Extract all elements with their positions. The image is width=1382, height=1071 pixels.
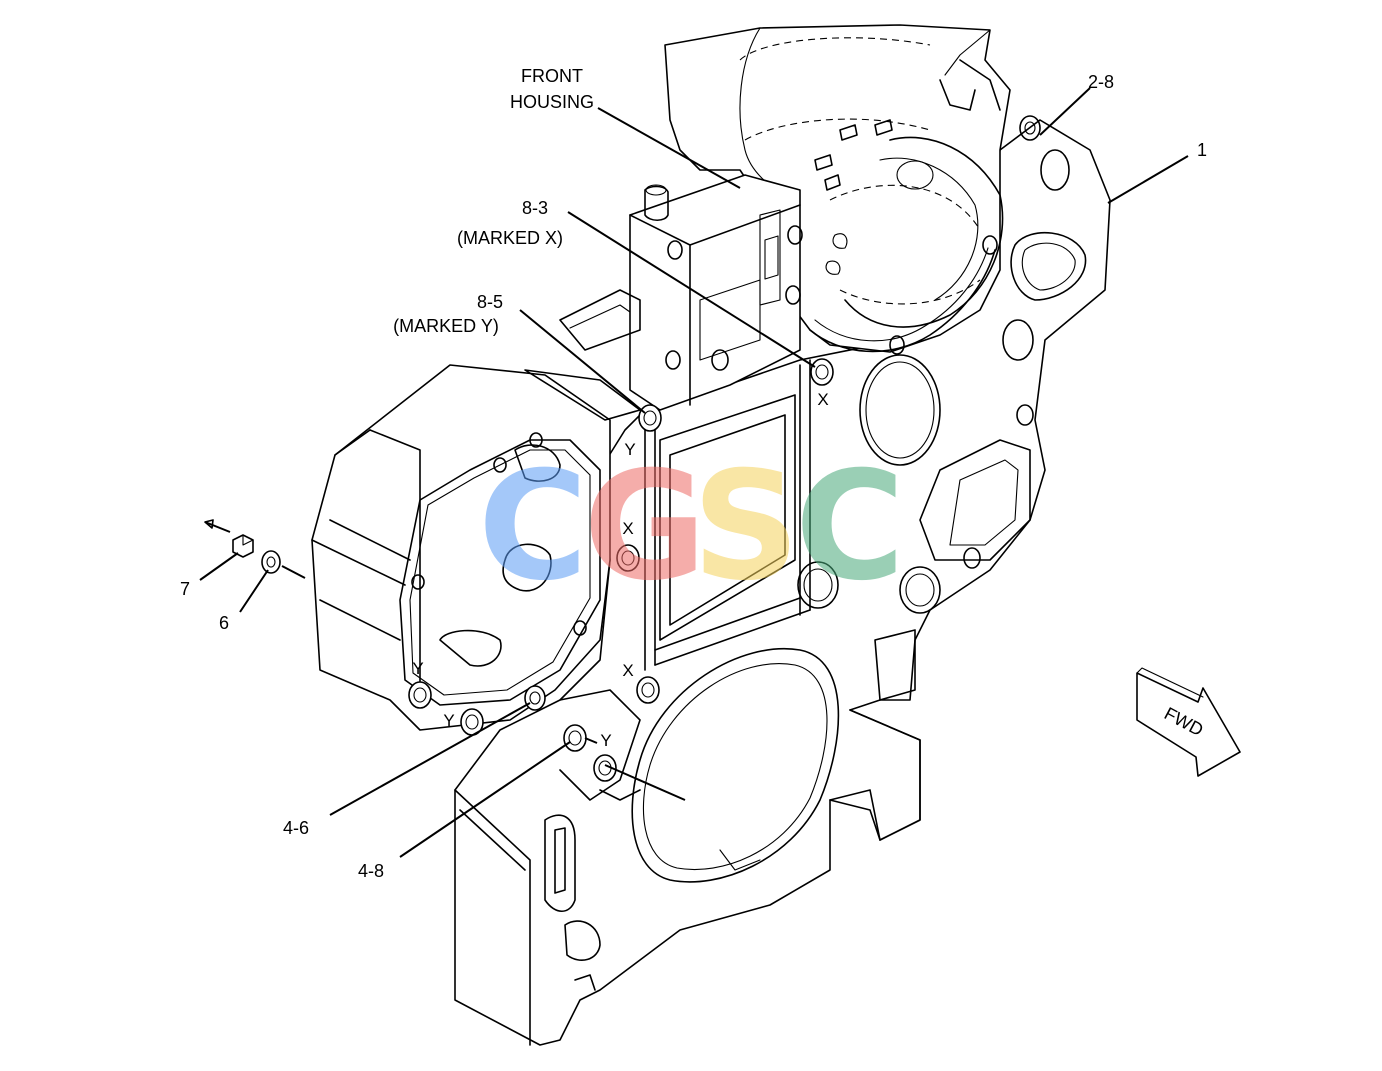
watermark-letter-2: G (583, 440, 706, 614)
bolt-y-upper (638, 404, 662, 432)
upper-housing (629, 24, 1041, 411)
fwd-direction-arrow: FWD (1136, 667, 1241, 777)
bolt-y-bottom (563, 724, 587, 752)
bolt-x-center (616, 544, 640, 572)
mark-x-center: X (622, 519, 633, 538)
bolt-x-upper-right (810, 358, 834, 386)
label-8-3-note: (MARKED X) (457, 228, 563, 248)
label-2-8: 2-8 (1088, 72, 1114, 92)
mark-y-bottom: Y (600, 731, 611, 750)
mark-x-lower: X (622, 661, 633, 680)
label-4-8: 4-8 (358, 861, 384, 881)
mark-y-left-b: Y (443, 711, 454, 730)
washer-item-6 (261, 550, 306, 579)
label-front-housing-line2: HOUSING (510, 92, 594, 112)
label-8-5: 8-5 (477, 292, 503, 312)
watermark-letter-3: S (692, 440, 800, 614)
label-1: 1 (1197, 140, 1207, 160)
watermark-letter-4: C (795, 440, 905, 614)
front-cover (311, 289, 641, 731)
watermark-letter-1: C (478, 440, 588, 614)
label-8-5-note: (MARKED Y) (393, 316, 499, 336)
label-4-6: 4-6 (283, 818, 309, 838)
callout-labels: FRONT HOUSING 2-8 1 8-3 (MARKED X) 8-5 (… (180, 66, 1207, 881)
cgsc-watermark: C G S C (478, 440, 905, 614)
nut-item-7 (204, 519, 254, 558)
bolt-x-lower (636, 676, 660, 704)
label-7: 7 (180, 579, 190, 599)
mark-y-left-a: Y (412, 659, 423, 678)
mark-y-upper: Y (624, 440, 635, 459)
label-8-3: 8-3 (522, 198, 548, 218)
bolt-y-left-a (408, 681, 432, 709)
bolt-marks: X Y X X Y Y Y (412, 390, 828, 750)
label-front-housing-line1: FRONT (521, 66, 583, 86)
bolt-y-left-b (460, 708, 484, 736)
leader-lines (199, 87, 1189, 858)
mark-x-upper-right: X (817, 390, 828, 409)
front-housing-plate (454, 119, 1111, 1046)
label-6: 6 (219, 613, 229, 633)
bolt-cover-lower (524, 685, 546, 711)
